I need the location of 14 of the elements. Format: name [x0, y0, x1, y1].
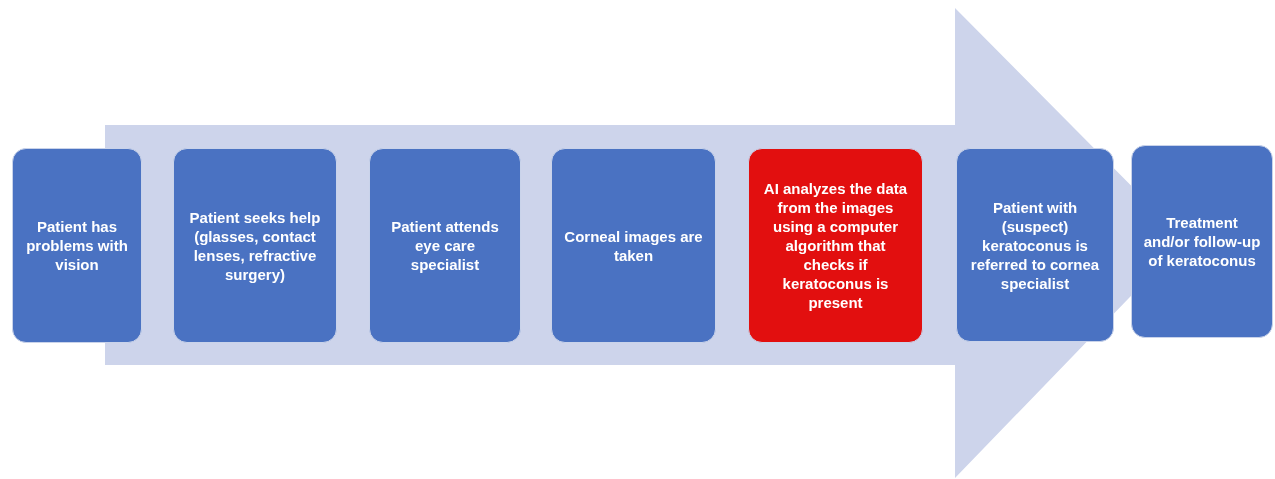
step-text: Patient has problems with vision [25, 217, 129, 274]
step-text: Treatment and/or follow-up of keratoconus [1142, 213, 1262, 270]
process-box [551, 148, 716, 343]
process-box [748, 148, 923, 343]
step-text: Patient attends eye care specialist [390, 217, 500, 274]
process-box [1131, 145, 1273, 338]
process-box [12, 148, 142, 343]
step-text: Patient with (suspect) keratoconus is referred to cornea specialist [969, 197, 1101, 293]
process-box [369, 148, 521, 343]
step-text: AI analyzes the data from the images using a computer algorithm that checks if keratoconus is present [762, 179, 909, 312]
process-box [956, 148, 1114, 342]
step-text: Patient seeks help (glasses, contact lenses, refractive surgery) [188, 207, 322, 284]
step-text: Corneal images are taken [563, 226, 704, 265]
process-box [173, 148, 337, 343]
